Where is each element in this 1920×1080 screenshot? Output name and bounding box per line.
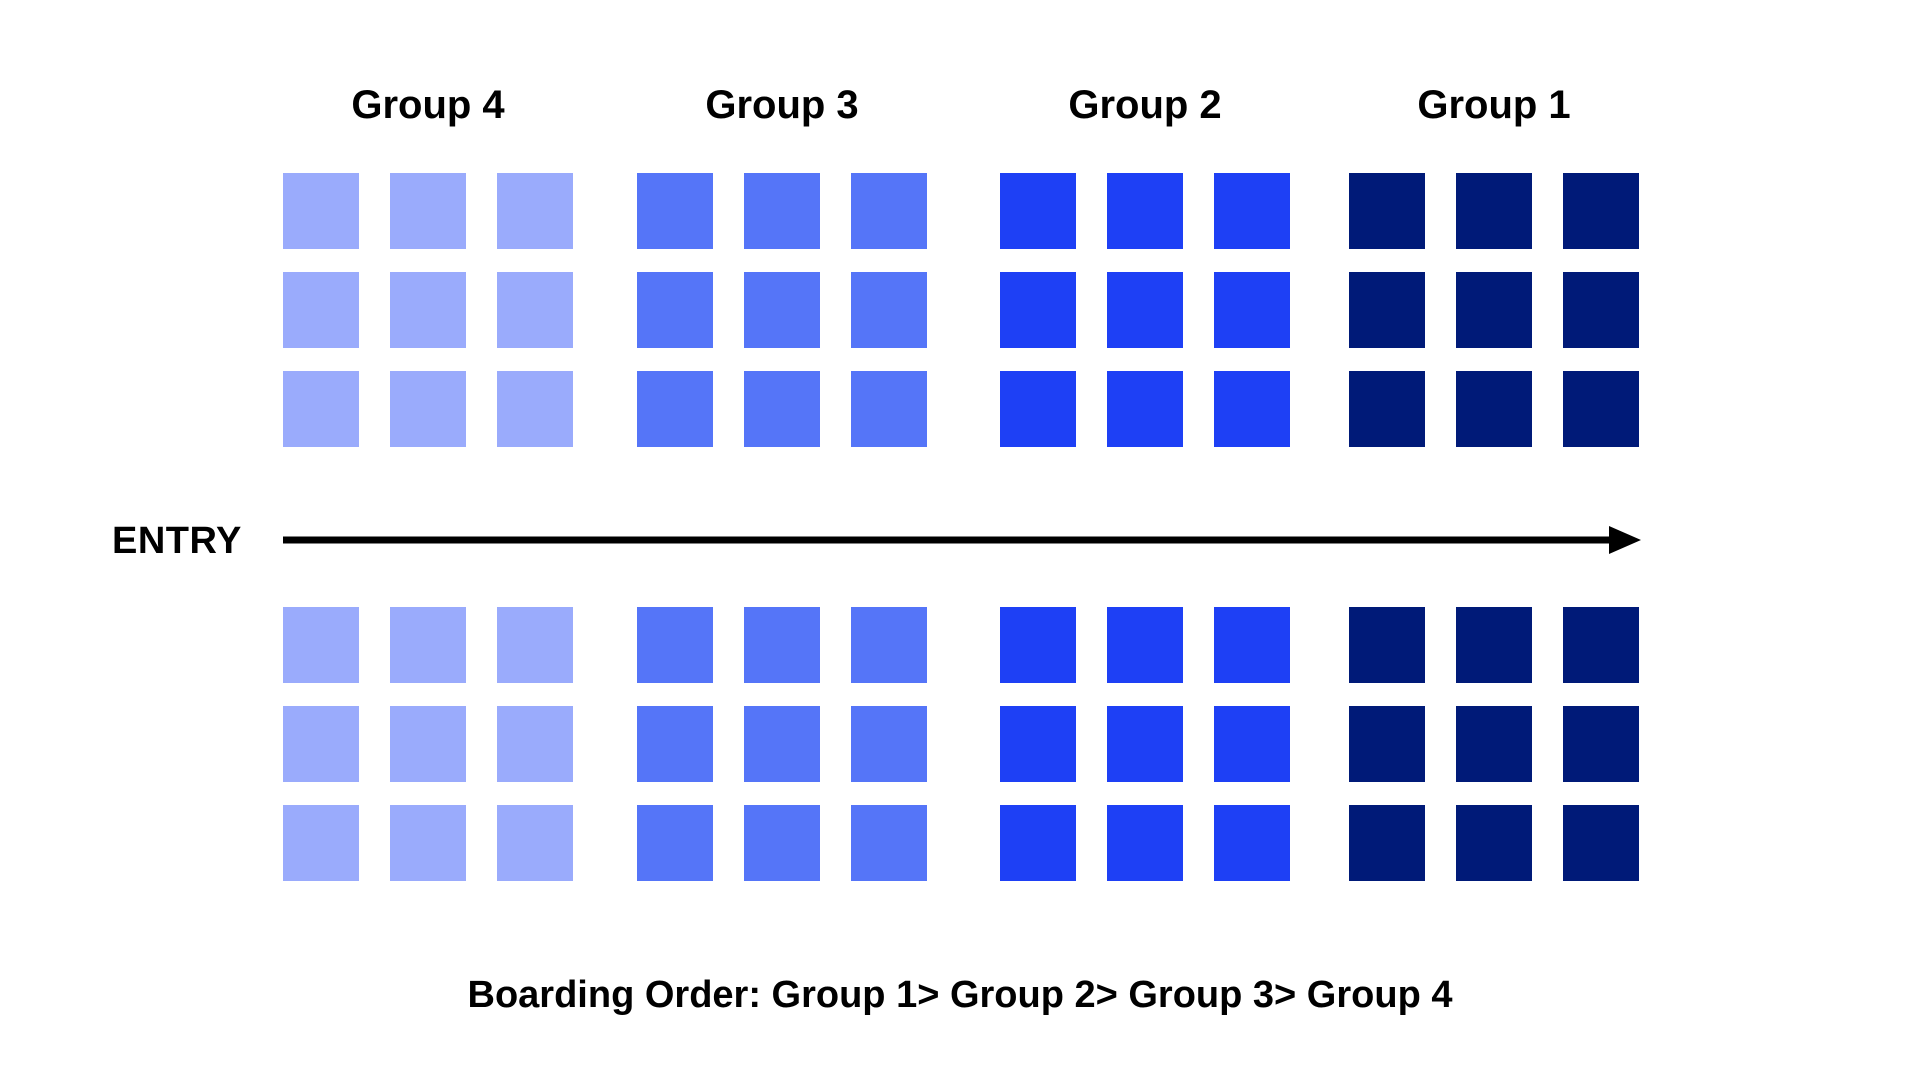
seat [283, 805, 359, 881]
seat [637, 706, 713, 782]
seat [497, 371, 573, 447]
seat [390, 607, 466, 683]
seat [851, 173, 927, 249]
seat [497, 706, 573, 782]
seat [390, 706, 466, 782]
seat [744, 706, 820, 782]
seat [1214, 371, 1290, 447]
seat [1107, 173, 1183, 249]
seat [1000, 706, 1076, 782]
seat [1349, 272, 1425, 348]
seat-block-upper-group-3 [637, 173, 927, 447]
seat [1000, 371, 1076, 447]
seat [744, 272, 820, 348]
group-label-3: Group 3 [705, 83, 859, 127]
seat [744, 607, 820, 683]
group-label-4: Group 4 [351, 83, 505, 127]
seat [1349, 805, 1425, 881]
seat-block-lower-group-4 [283, 607, 573, 881]
seat [283, 173, 359, 249]
seat [1349, 371, 1425, 447]
seat [1456, 805, 1532, 881]
seat [283, 607, 359, 683]
seat [637, 805, 713, 881]
group-label-1: Group 1 [1417, 83, 1571, 127]
seat [1456, 607, 1532, 683]
seat [1456, 272, 1532, 348]
seat [283, 272, 359, 348]
seat [1349, 607, 1425, 683]
seat-block-upper-group-2 [1000, 173, 1290, 447]
seat [1000, 805, 1076, 881]
seat [1456, 371, 1532, 447]
seat [1563, 805, 1639, 881]
entry-label: ENTRY [112, 520, 242, 562]
seat [851, 706, 927, 782]
seat [637, 371, 713, 447]
seat [637, 272, 713, 348]
seat [744, 371, 820, 447]
seat [1214, 805, 1290, 881]
seat [390, 272, 466, 348]
seat [1214, 173, 1290, 249]
boarding-order-caption: Boarding Order: Group 1> Group 2> Group … [467, 974, 1453, 1016]
seat [1456, 706, 1532, 782]
seat [851, 805, 927, 881]
seat [390, 173, 466, 249]
seat [1563, 607, 1639, 683]
seat [497, 607, 573, 683]
seat-block-lower-group-1 [1349, 607, 1639, 881]
seat [390, 805, 466, 881]
seat [1214, 272, 1290, 348]
seat [390, 371, 466, 447]
seat [1563, 371, 1639, 447]
seat [637, 173, 713, 249]
seat [1107, 272, 1183, 348]
seat [497, 272, 573, 348]
seat [1349, 173, 1425, 249]
seat [1107, 706, 1183, 782]
seat [1000, 607, 1076, 683]
seat [851, 607, 927, 683]
seat [1214, 706, 1290, 782]
seat [637, 607, 713, 683]
seat [1107, 371, 1183, 447]
seat [497, 173, 573, 249]
seat [1107, 607, 1183, 683]
seat [851, 371, 927, 447]
seat [1456, 173, 1532, 249]
seat [1000, 173, 1076, 249]
seat [1563, 706, 1639, 782]
seat [1563, 173, 1639, 249]
seat-block-upper-group-1 [1349, 173, 1639, 447]
seat [283, 706, 359, 782]
seat [1000, 272, 1076, 348]
seat [1214, 607, 1290, 683]
seat [744, 805, 820, 881]
seat-block-lower-group-3 [637, 607, 927, 881]
seat [1349, 706, 1425, 782]
seat [851, 272, 927, 348]
seat [744, 173, 820, 249]
seat [1107, 805, 1183, 881]
group-label-2: Group 2 [1068, 83, 1222, 127]
seat [1563, 272, 1639, 348]
seat-block-upper-group-4 [283, 173, 573, 447]
seat-block-lower-group-2 [1000, 607, 1290, 881]
entry-arrow-icon [283, 526, 1641, 554]
seat [283, 371, 359, 447]
seat [497, 805, 573, 881]
